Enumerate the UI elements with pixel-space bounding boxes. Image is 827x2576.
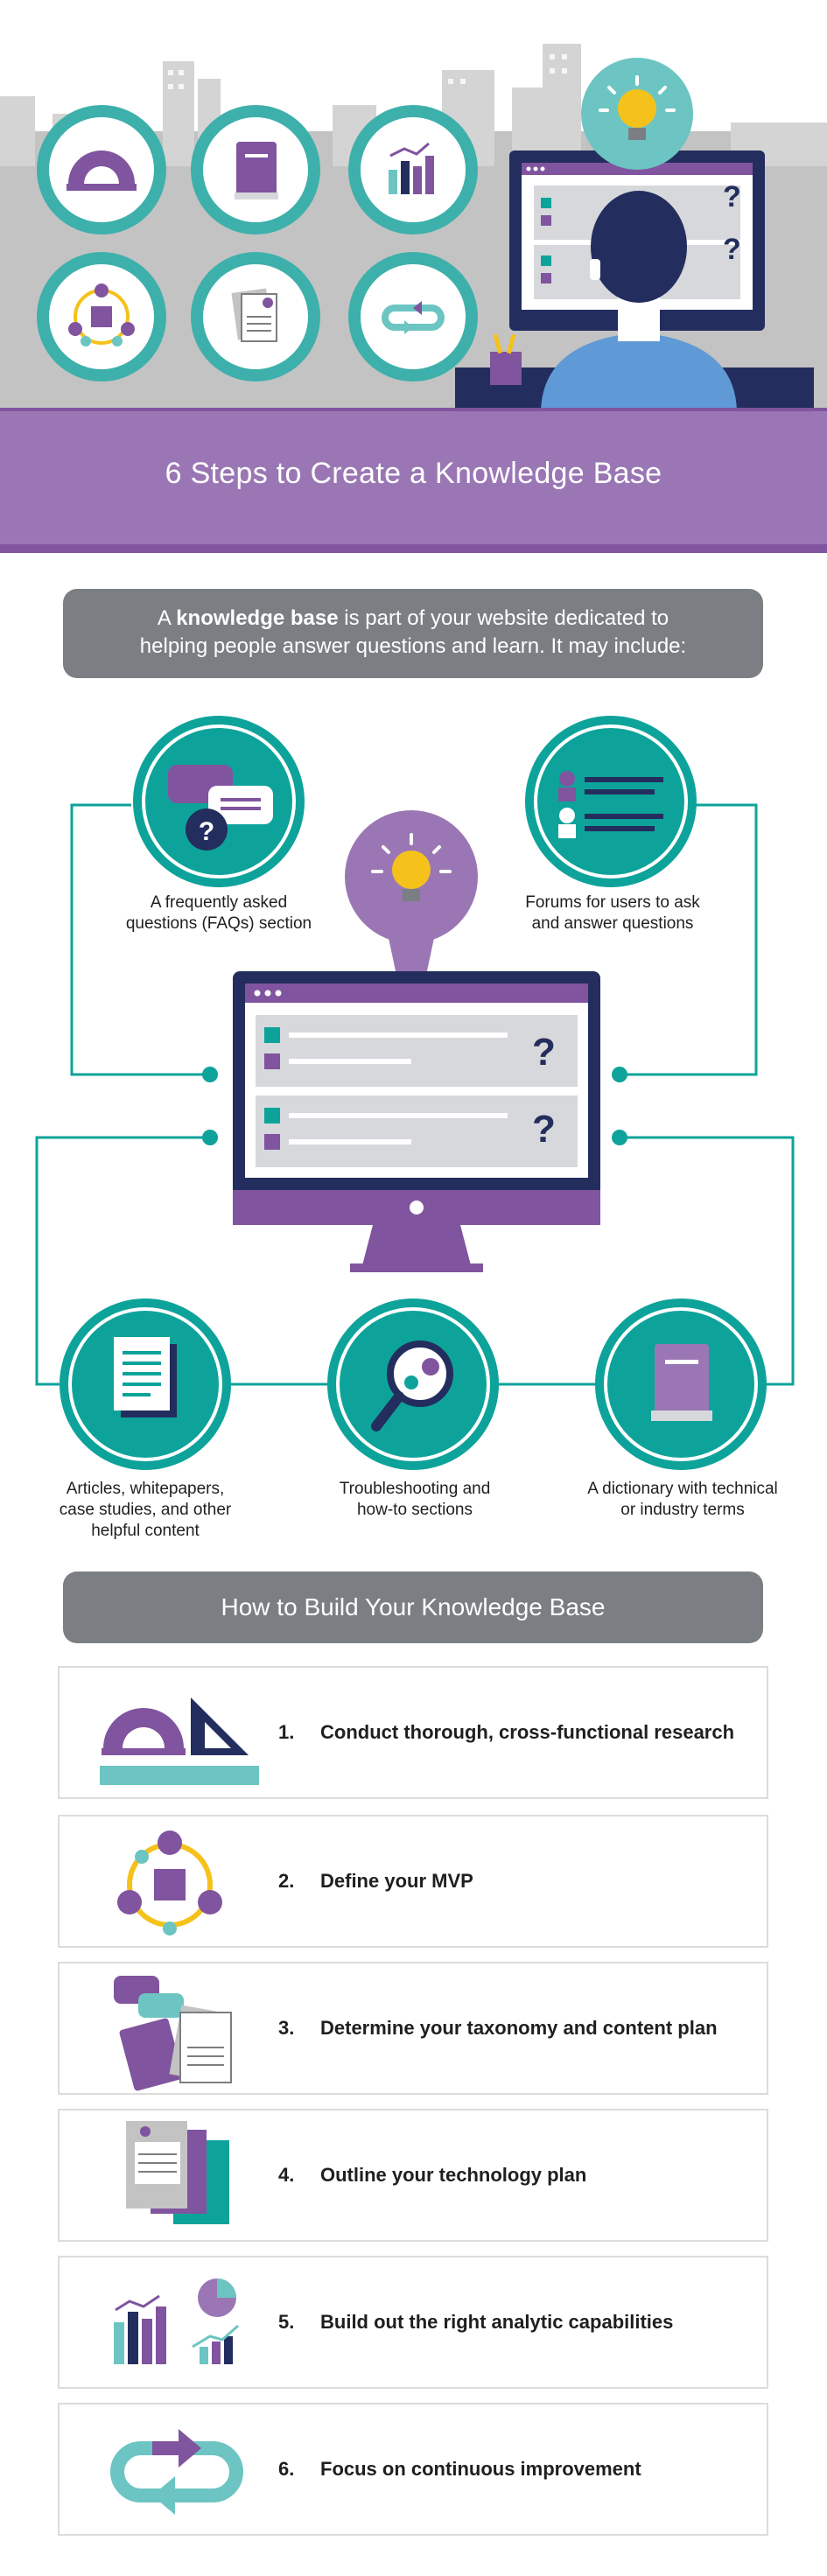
step-row-1: 1. Conduct thorough, cross-functional re… xyxy=(58,1666,768,1799)
feature-label-faq: A frequently asked questions (FAQs) sect… xyxy=(125,893,312,933)
forums-circle xyxy=(525,716,697,887)
document-stack-icon xyxy=(126,2121,229,2224)
analytics-charts-icon xyxy=(114,2278,239,2364)
step-title: Outline your technology plan xyxy=(320,2164,587,2186)
book-icon xyxy=(191,105,320,234)
step-number: 1. xyxy=(278,1721,295,1743)
step-row-6: 6. Focus on continuous improvement xyxy=(58,2403,768,2536)
step-number: 3. xyxy=(278,2017,295,2039)
intro-line-1: A knowledge base is part of your website… xyxy=(157,606,669,630)
magnifier-gears-icon xyxy=(371,1340,453,1432)
hero-section: ? ? xyxy=(0,0,827,411)
feature-label-dictionary: A dictionary with technical or industry … xyxy=(587,1480,778,1519)
hero-band-divider xyxy=(0,544,827,553)
intro-line-2: helping people answer questions and lear… xyxy=(139,634,687,658)
question-mark: ? xyxy=(723,233,741,266)
articles-circle xyxy=(60,1298,231,1470)
page-title: 6 Steps to Create a Knowledge Base xyxy=(165,457,662,490)
question-mark: ? xyxy=(532,1031,556,1074)
troubleshooting-circle xyxy=(327,1298,499,1470)
document-gear-icon xyxy=(191,252,320,382)
step-number: 5. xyxy=(278,2311,295,2333)
question-mark: ? xyxy=(532,1108,556,1151)
bar-chart-icon xyxy=(348,105,478,234)
ruler-protractor-icon xyxy=(100,1698,259,1785)
connector-lines xyxy=(35,803,795,1386)
step-title: Define your MVP xyxy=(320,1870,473,1892)
cycle-arrows-icon xyxy=(110,2429,243,2515)
cycle-arrows-icon xyxy=(348,252,478,382)
step-title: Determine your taxonomy and content plan xyxy=(320,2017,718,2039)
step-title: Build out the right analytic capabilitie… xyxy=(320,2311,674,2333)
build-section-heading: How to Build Your Knowledge Base xyxy=(63,1572,763,1643)
step-number: 2. xyxy=(278,1870,295,1892)
question-mark: ? xyxy=(723,180,741,214)
forum-users-icon xyxy=(558,771,663,838)
step-title: Focus on continuous improvement xyxy=(320,2458,641,2480)
book-chat-document-icon xyxy=(114,1976,232,2091)
cube-network-icon xyxy=(117,1830,222,1936)
documents-icon xyxy=(114,1337,177,1418)
protractor-icon xyxy=(37,105,166,234)
title-band xyxy=(0,411,827,551)
step-number: 6. xyxy=(278,2458,295,2480)
cube-network-icon xyxy=(37,252,166,382)
chat-question-icon: ? xyxy=(168,765,273,850)
dictionary-circle xyxy=(595,1298,767,1470)
svg-text:?: ? xyxy=(199,817,214,846)
step-number: 4. xyxy=(278,2164,295,2186)
step-row-3: 3. Determine your taxonomy and content p… xyxy=(58,1962,768,2095)
intro-box: A knowledge base is part of your website… xyxy=(63,589,763,678)
center-monitor-illustration xyxy=(233,971,600,1272)
faq-circle: ? xyxy=(133,716,305,887)
step-title: Conduct thorough, cross-functional resea… xyxy=(320,1721,735,1743)
step-row-5: 5. Build out the right analytic capabili… xyxy=(58,2256,768,2389)
step-row-4: 4. Outline your technology plan xyxy=(58,2109,768,2242)
feature-label-forums: Forums for users to ask and answer quest… xyxy=(525,893,700,933)
feature-label-articles: Articles, whitepapers, case studies, and… xyxy=(59,1480,232,1540)
feature-label-troubleshooting: Troubleshooting and how-to sections xyxy=(339,1480,491,1519)
book-icon xyxy=(651,1344,712,1421)
step-row-2: 2. Define your MVP xyxy=(58,1815,768,1948)
